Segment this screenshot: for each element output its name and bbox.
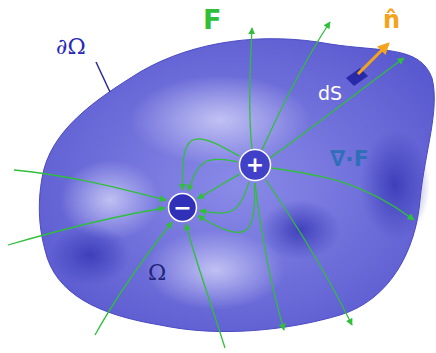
field-label: F (203, 6, 221, 33)
boundary-label: ∂Ω (56, 36, 86, 58)
normal-label: n̂ (383, 8, 400, 32)
normal-vector (358, 44, 388, 74)
field-line (198, 174, 240, 199)
field-line (182, 139, 239, 190)
region-label: Ω (148, 262, 166, 284)
charge-sign: + (246, 154, 264, 176)
surface-element (346, 68, 368, 86)
positive-charge: + (238, 148, 272, 182)
negative-charge: − (167, 192, 198, 223)
boundary-leader (96, 62, 110, 92)
region-surface (39, 39, 434, 332)
area-element-label: dS (318, 84, 342, 103)
charge-sign: − (173, 197, 191, 219)
field-line (198, 183, 255, 232)
field-line (200, 182, 249, 213)
divergence-label: ∇·F (330, 148, 369, 170)
field-line (188, 159, 237, 191)
field-lines (8, 22, 414, 348)
